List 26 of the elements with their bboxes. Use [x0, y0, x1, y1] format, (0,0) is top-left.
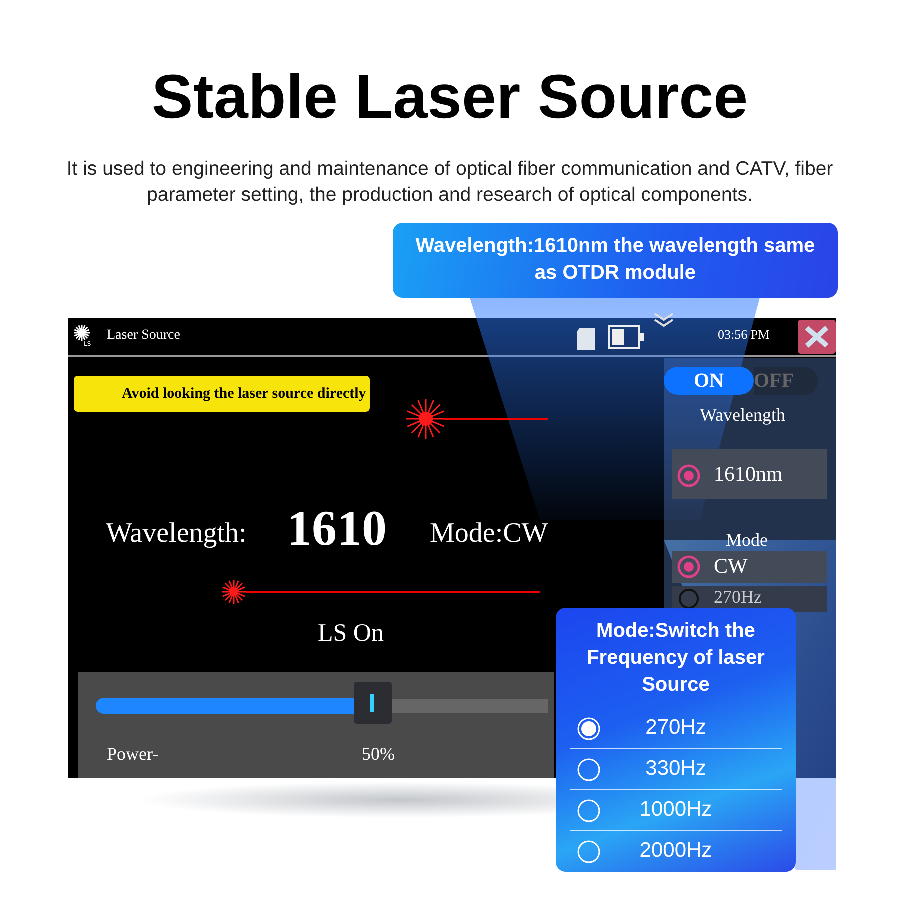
- callout-text: Wavelength:1610nm the wavelength same as OTDR module: [414, 234, 816, 286]
- clock-text: 03:56 PM: [718, 328, 770, 343]
- screen-title: Laser Source: [107, 328, 180, 344]
- panel-heading: Mode: [726, 530, 768, 551]
- toggle-off: OFF: [754, 367, 818, 395]
- option-label: 2000Hz: [638, 839, 714, 863]
- readout-label: Mode:CW: [430, 518, 548, 550]
- slider-label: Power-: [107, 744, 159, 765]
- option-label: 330Hz: [644, 757, 708, 781]
- callout-text: Mode:Switch the Frequency of laser Source: [586, 619, 766, 698]
- option-label: 270Hz: [714, 587, 762, 608]
- subtitle: It is used to engineering and maintenance of optical fiber communication and CATV, fiber parameter setting, the production and research of optical components.: [66, 157, 834, 208]
- option-label: 1000Hz: [638, 798, 714, 822]
- option-label: 270Hz: [644, 716, 708, 740]
- callout-box: [393, 223, 838, 298]
- warning-banner: Avoid looking the laser source directly: [74, 376, 370, 412]
- option-label: 1610nm: [714, 462, 783, 486]
- readout-label: Wavelength:: [106, 518, 247, 550]
- readout-value: 1610: [287, 500, 387, 558]
- callout-box: [556, 608, 796, 872]
- slider-value: 50%: [362, 744, 395, 765]
- option-label: CW: [714, 554, 748, 578]
- title: Stable Laser Source: [150, 62, 750, 133]
- panel-heading: Wavelength: [700, 405, 786, 426]
- toggle-on: ON: [664, 367, 754, 395]
- status-text: LS On: [318, 620, 384, 649]
